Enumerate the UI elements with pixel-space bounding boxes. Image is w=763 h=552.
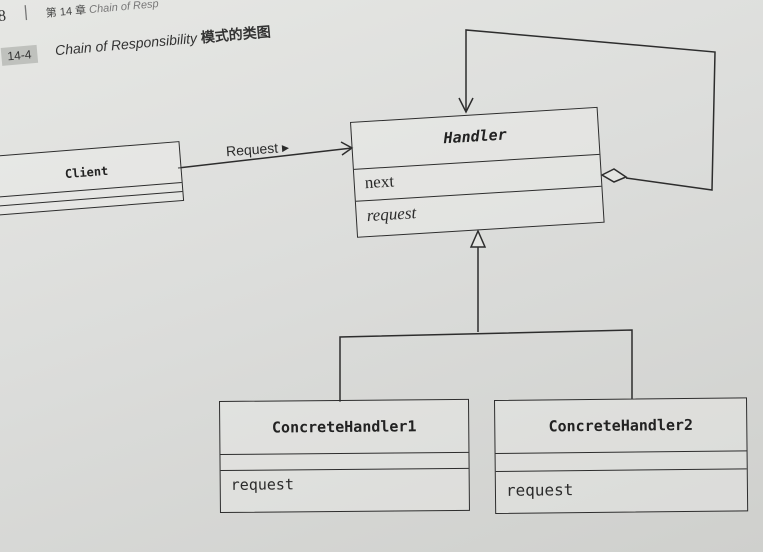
concrete-handler2-name: ConcreteHandler2 [548, 415, 694, 436]
handler-class-name: Handler [443, 125, 508, 148]
aggregation-diamond [600, 168, 628, 183]
handler-class: Handler next request [350, 106, 605, 238]
client-divider [0, 182, 182, 198]
concrete-handler2-divider [495, 468, 747, 472]
concrete-handler1-divider [220, 467, 469, 471]
inheritance-arrowhead [469, 229, 487, 248]
concrete-handler1-divider [220, 451, 469, 455]
concrete-handler2-class: ConcreteHandler2 request [494, 397, 749, 514]
association-line [177, 147, 353, 169]
concrete-handler1-name: ConcreteHandler1 [271, 417, 417, 437]
concrete-handler1-class: ConcreteHandler1 request [219, 398, 470, 513]
direction-triangle-icon: ▸ [281, 138, 290, 156]
handler-field: next [364, 171, 395, 193]
handler-method: request [366, 203, 417, 226]
handler-divider [353, 153, 600, 170]
concrete-handler1-method: request [230, 475, 295, 494]
concrete-handler2-method: request [505, 480, 574, 500]
association-arrowhead [340, 141, 354, 156]
aggregation-loop [465, 29, 716, 191]
loop-arrowhead [458, 97, 474, 114]
client-class-name: Client [64, 163, 109, 182]
concrete-handler2-divider [495, 450, 747, 454]
inheritance-branch [339, 329, 633, 402]
